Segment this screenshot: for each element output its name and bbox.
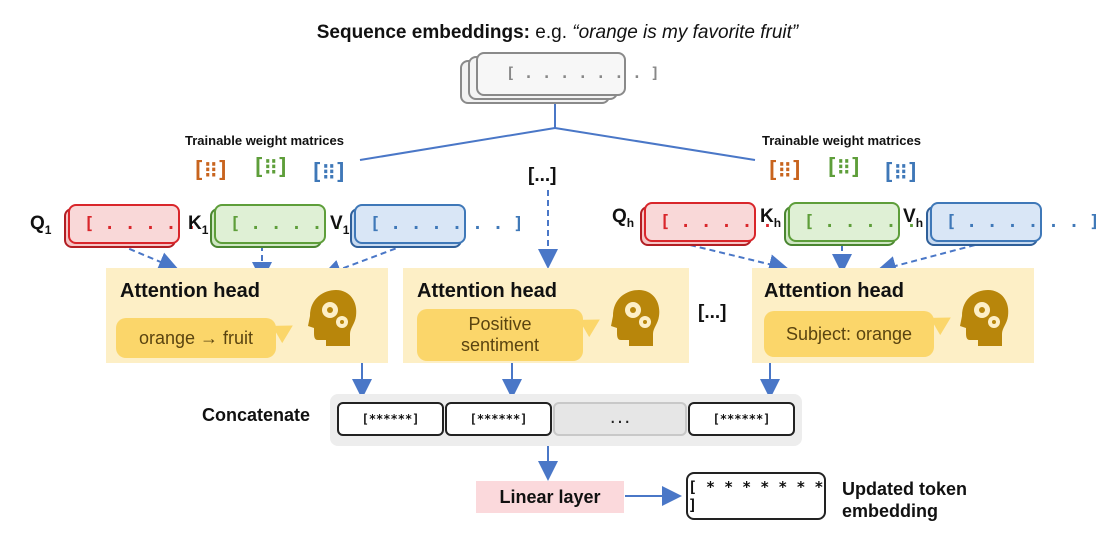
attention-head-2-bubble: Positive sentiment	[417, 309, 583, 361]
k1-card: [ . . . . . . ]	[214, 204, 384, 244]
concat-cell-ellipsis: ...	[553, 402, 687, 436]
title-prefix: Sequence embeddings:	[316, 22, 531, 43]
output-vector: [ * * * * * * * ]	[686, 472, 826, 520]
fanout-left	[359, 127, 556, 161]
kh-card: [ . . . . . . ]	[788, 202, 958, 242]
title-example: “orange is my favorite fruit”	[572, 22, 799, 43]
vh-label: Vh	[903, 206, 924, 230]
diagram-title: Sequence embeddings: e.g. “orange is my …	[0, 22, 1115, 44]
brain-gears-icon	[611, 290, 660, 346]
concat-label: Concatenate	[202, 405, 311, 425]
fanout-right	[554, 127, 756, 161]
title-eg: e.g.	[535, 22, 567, 43]
right-wv-matrix-icon: [⁝⁝]	[882, 160, 919, 185]
vh-card: [ . . . . . . ]	[930, 202, 1100, 242]
kh-label: Kh	[760, 206, 782, 230]
sequence-vector-card: [ . . . . . . . ]	[476, 52, 660, 96]
v1-card: [ . . . . . . ]	[354, 204, 524, 244]
output-label: Updated token embedding	[842, 479, 968, 521]
vh-vector: [ . . . . . . ]	[946, 212, 1100, 232]
attention-head-2: Attention head Positive sentiment	[403, 268, 689, 363]
left-wk-matrix-icon: [⁝⁝]	[252, 155, 289, 180]
bubble-tail	[930, 308, 956, 336]
attention-head-1: Attention head orange → fruit	[106, 268, 388, 363]
concat-cell-1: [******]	[337, 402, 444, 436]
k1-label: K1	[188, 213, 209, 237]
qh-card: [ . . . . . . ]	[644, 202, 814, 242]
attention-head-2-title: Attention head	[417, 280, 557, 302]
middle-ellipsis: [...]	[528, 165, 557, 186]
sequence-vector: [ . . . . . . . ]	[506, 64, 660, 82]
brain-gears-icon	[960, 290, 1009, 346]
linear-layer: Linear layer	[476, 481, 624, 513]
v1-vector: [ . . . . . . ]	[370, 214, 524, 234]
bubble-tail	[272, 316, 298, 344]
right-wq-matrix-icon: [⁝⁝]	[766, 158, 803, 183]
brain-gears-icon	[308, 290, 357, 346]
concat-cell-h: [******]	[688, 402, 795, 436]
q1-card: [ . . . . . . ]	[68, 204, 238, 244]
attention-head-3-bubble: Subject: orange	[764, 311, 934, 357]
v1-label: V1	[330, 213, 350, 237]
qh-arrow	[689, 244, 789, 274]
bubble-tail	[579, 310, 605, 338]
attention-head-3-title: Attention head	[764, 280, 904, 302]
q1-arrow	[119, 244, 179, 272]
attention-head-3: Attention head Subject: orange	[752, 268, 1034, 363]
q1-label: Q1	[30, 213, 52, 237]
left-wv-matrix-icon: [⁝⁝]	[310, 160, 347, 185]
right-wk-matrix-icon: [⁝⁝]	[825, 155, 862, 180]
left-matrices-title: Trainable weight matrices	[185, 133, 344, 148]
attention-head-1-title: Attention head	[120, 280, 260, 302]
attention-head-1-bubble: orange → fruit	[116, 318, 276, 358]
concat-cell-2: [******]	[445, 402, 552, 436]
left-wq-matrix-icon: [⁝⁝]	[192, 158, 229, 183]
vh-arrow	[876, 244, 976, 276]
qh-label: Qh	[612, 206, 635, 230]
heads-ellipsis: [...]	[698, 302, 727, 323]
right-matrices-title: Trainable weight matrices	[762, 133, 921, 148]
